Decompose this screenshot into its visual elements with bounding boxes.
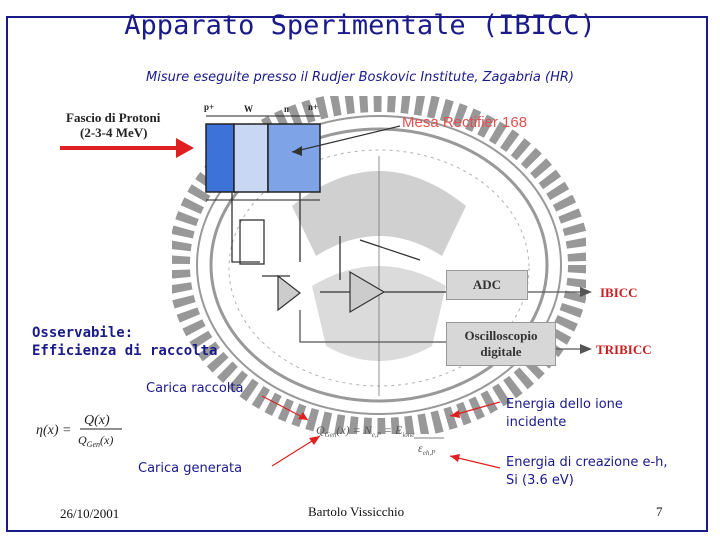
w-layer-label: W (244, 104, 253, 114)
svg-text:QGen(x): QGen(x) (78, 433, 113, 449)
svg-text:Q(x): Q(x) (84, 413, 110, 428)
beam-label: Fascio di Protoni (2-3-4 MeV) (66, 110, 160, 140)
device-label: Mesa Rectifier 168 (402, 114, 528, 131)
eh-energy-label: Energia di creazione e-h, Si (3.6 eV) (506, 454, 668, 490)
svg-text:η(x) =: η(x) = (36, 423, 71, 438)
slide-subtitle: Misure eseguite presso il Rudjer Boskovi… (146, 70, 574, 85)
observable-title: Osservabile: (32, 325, 134, 341)
oscilloscope-output-arrow (556, 344, 592, 354)
slide-title: Apparato Sperimentale (IBICC) (124, 10, 596, 41)
adc-box: ADC (446, 270, 528, 300)
collected-charge-label: Carica raccolta (146, 381, 244, 396)
footer-page-number: 7 (656, 504, 663, 519)
n-plus-layer-label: n+ (308, 102, 319, 112)
ion-energy-arrow (449, 401, 501, 418)
footer-date: 26/10/2001 (60, 506, 120, 521)
beam-label-line1: Fascio di Protoni (66, 110, 161, 125)
circuit-wiring (231, 192, 446, 293)
adc-output-arrow (528, 287, 592, 297)
svg-text:εeh,P: εeh,P (418, 441, 436, 457)
oscilloscope-label-line1: Oscilloscopio (464, 328, 538, 343)
ion-energy-label: Energia dello ione incidente (506, 396, 623, 432)
device-pointer-arrow (291, 125, 401, 156)
oscilloscope-box: Oscilloscopio digitale (446, 322, 556, 366)
eh-energy-arrow (449, 454, 501, 469)
slide-frame (6, 16, 708, 532)
footer-author: Bartolo Vissicchio (308, 504, 405, 519)
university-seal-watermark (172, 96, 586, 434)
detector-stack (205, 115, 321, 201)
n-layer-label: n (284, 104, 290, 114)
eh-energy-line1: Energia di creazione e-h, (506, 455, 668, 470)
generated-charge-formula: QGen(x) = Ne,P = Eione εeh,P (316, 423, 444, 457)
ion-energy-line1: Energia dello ione (506, 397, 623, 412)
generated-charge-arrow (271, 435, 321, 467)
tribicc-label: TRIBICC (596, 342, 652, 357)
svg-text:QGen(x) = Ne,P = Eione: QGen(x) = Ne,P = Eione (316, 423, 414, 439)
efficiency-formula: η(x) = Q(x) QGen(x) (36, 413, 122, 449)
oscilloscope-label-line2: digitale (480, 344, 522, 359)
ion-energy-line2: incidente (506, 415, 567, 430)
amplifier-icon (349, 270, 386, 314)
eh-energy-line2: Si (3.6 eV) (506, 473, 574, 488)
oscilloscope-input-line (299, 310, 446, 343)
observable-value: Efficienza di raccolta (32, 343, 218, 359)
beam-label-line2: (2-3-4 MeV) (80, 125, 148, 140)
beam-arrow (60, 138, 194, 158)
generated-charge-label: Carica generata (138, 461, 243, 476)
p-layer-label: p+ (204, 102, 215, 112)
ibicc-label: IBICC (600, 285, 638, 300)
collected-charge-arrow (261, 395, 309, 421)
observable-block: Osservabile: Efficienza di raccolta (32, 324, 217, 360)
preamplifier-icon (277, 274, 301, 312)
